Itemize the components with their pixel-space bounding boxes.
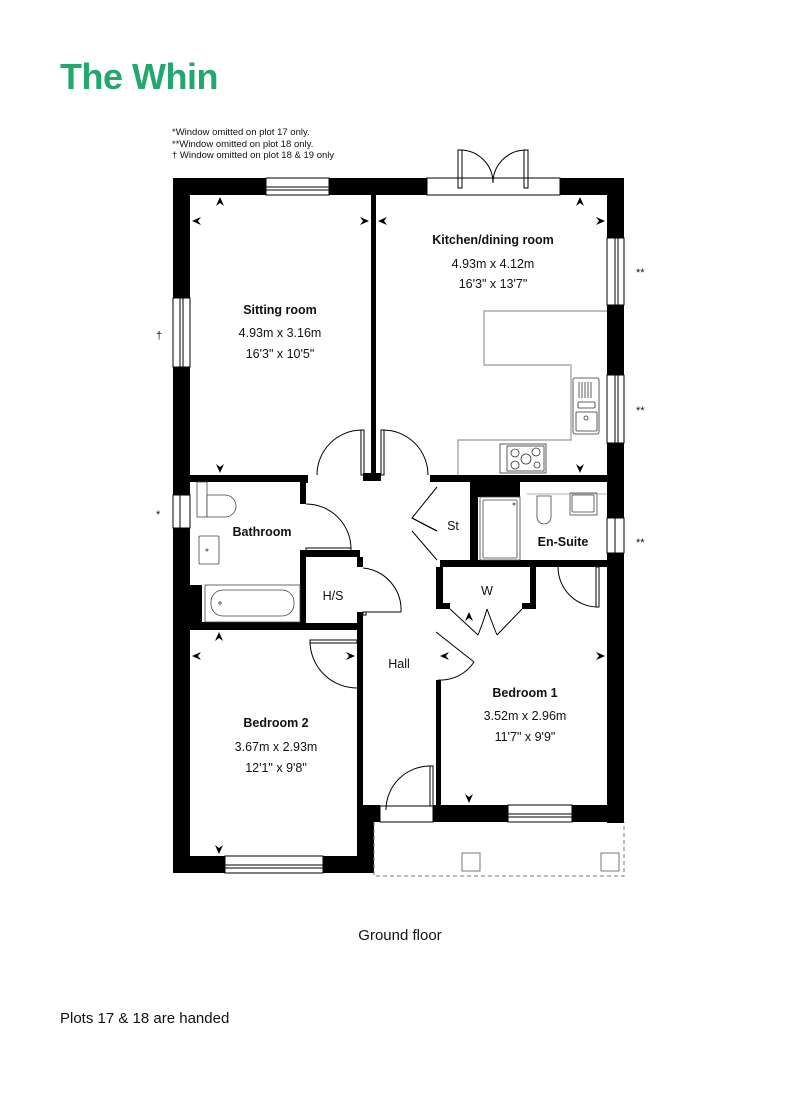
note-plot-18: **Window omitted on plot 18 only. bbox=[172, 138, 314, 150]
room-metric: 3.52m x 2.96m bbox=[484, 709, 567, 723]
porch-posts bbox=[461, 852, 620, 872]
room-metric: 4.93m x 3.16m bbox=[239, 326, 322, 340]
note-plot-17: *Window omitted on plot 17 only. bbox=[172, 127, 310, 138]
room-imperial: 12'1" x 9'8" bbox=[245, 761, 307, 775]
sink bbox=[572, 377, 600, 435]
ensuite-fittings bbox=[479, 492, 607, 561]
room-bedroom1: Bedroom 1 3.52m x 2.96m 11'7" x 9'9" bbox=[484, 686, 567, 744]
interior-walls bbox=[190, 195, 607, 805]
room-hall: Hall bbox=[388, 657, 410, 671]
room-kitchen: Kitchen/dining room 4.93m x 4.12m 16'3" … bbox=[432, 233, 554, 291]
handed-note: Plots 17 & 18 are handed bbox=[60, 1010, 230, 1027]
room-name: Bedroom 1 bbox=[492, 686, 557, 700]
windows bbox=[172, 177, 625, 874]
floor-label: Ground floor bbox=[358, 927, 442, 944]
room-imperial: 11'7" x 9'9" bbox=[495, 730, 556, 744]
marker-bathroom-window: * bbox=[156, 509, 161, 521]
dimension-arrows bbox=[192, 197, 605, 854]
room-ensuite: En-Suite bbox=[538, 535, 589, 549]
window-notes: *Window omitted on plot 17 only. **Windo… bbox=[172, 127, 334, 162]
porch bbox=[373, 822, 625, 877]
room-metric: 4.93m x 4.12m bbox=[452, 257, 535, 271]
room-name: Kitchen/dining room bbox=[432, 233, 554, 247]
room-hs: H/S bbox=[323, 589, 344, 603]
note-plot-18-19: † Window omitted on plot 18 & 19 only bbox=[172, 150, 335, 161]
room-name: Bedroom 2 bbox=[243, 716, 308, 730]
room-metric: 3.67m x 2.93m bbox=[235, 740, 318, 754]
room-imperial: 16'3" x 10'5" bbox=[246, 347, 315, 361]
exterior-walls bbox=[173, 178, 624, 873]
room-wardrobe: W bbox=[481, 584, 493, 598]
room-bathroom: Bathroom bbox=[232, 525, 291, 539]
kitchen-units bbox=[457, 310, 607, 475]
page-title: The Whin bbox=[60, 56, 218, 97]
room-st: St bbox=[447, 519, 459, 533]
room-imperial: 16'3" x 13'7" bbox=[459, 277, 528, 291]
marker-kitchen-window-2: ** bbox=[636, 405, 645, 417]
room-bedroom2: Bedroom 2 3.67m x 2.93m 12'1" x 9'8" bbox=[235, 716, 318, 775]
hob bbox=[499, 443, 547, 474]
marker-sitting-window: † bbox=[156, 330, 162, 342]
room-name: Sitting room bbox=[243, 303, 317, 317]
marker-kitchen-window: ** bbox=[636, 267, 645, 279]
bathroom-fittings bbox=[196, 481, 301, 623]
french-doors bbox=[457, 149, 529, 189]
marker-ensuite-window: ** bbox=[636, 537, 645, 549]
room-sitting: Sitting room 4.93m x 3.16m 16'3" x 10'5" bbox=[239, 303, 322, 361]
doors bbox=[305, 429, 600, 823]
